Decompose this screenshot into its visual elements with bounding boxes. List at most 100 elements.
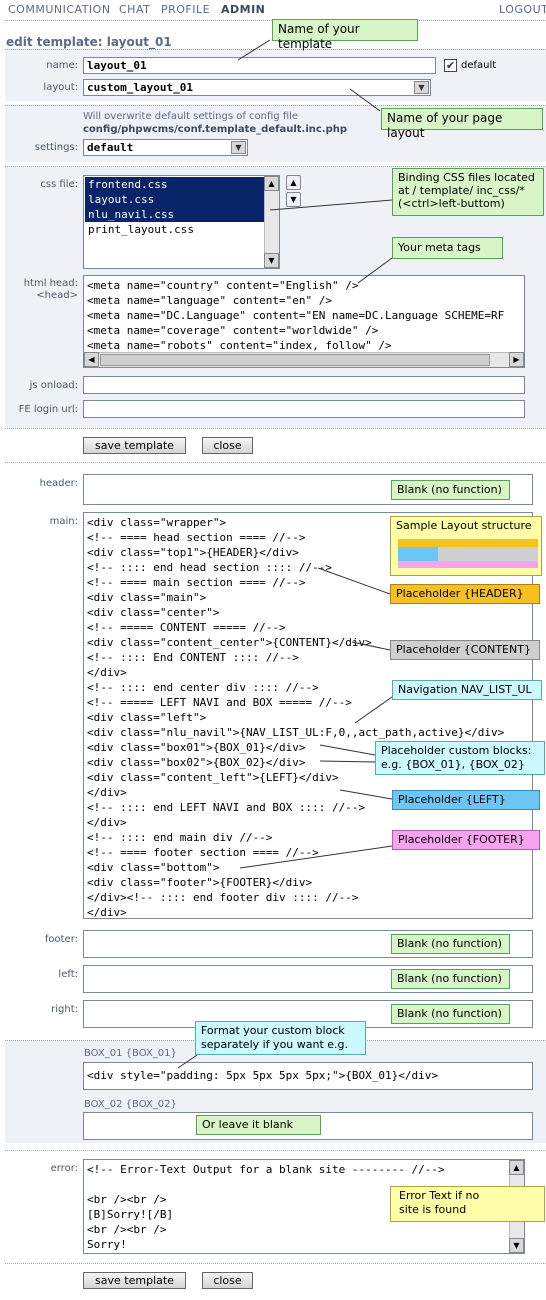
divider (5, 1150, 546, 1151)
name-label: name: (46, 60, 78, 71)
code-line: <!-- :::: end head section :::: //--> (87, 561, 333, 574)
move-down-icon[interactable]: ▼ (286, 192, 301, 207)
horizontal-scrollbar[interactable]: ◀ ▶ (84, 352, 524, 367)
callout-custom-blocks: Placeholder custom blocks: e.g. {BOX_01}… (375, 741, 545, 775)
css-file-label: css file: (40, 179, 78, 190)
nav-admin[interactable]: ADMIN (221, 3, 266, 16)
template-name-input[interactable]: layout_01 (83, 57, 436, 74)
box02-label: BOX_02 {BOX_02} (84, 1099, 177, 1110)
nav-profile[interactable]: PROFILE (161, 3, 211, 16)
scroll-right-icon[interactable]: ▶ (509, 352, 524, 367)
css-file-list[interactable]: frontend.css layout.css nlu_navil.css pr… (83, 175, 280, 269)
code-line: </div> (87, 906, 127, 919)
callout-blank-left: Blank (no function) (391, 969, 510, 989)
settings-select-value: default (87, 141, 134, 154)
scroll-thumb[interactable] (100, 354, 490, 366)
code-line: </div> (87, 786, 127, 799)
code-line: <div class="center"> (87, 606, 220, 619)
close-button[interactable]: close (202, 437, 253, 454)
layout-select[interactable]: custom_layout_01 ▼ (83, 79, 431, 96)
connector-line (239, 845, 393, 869)
save-template-button[interactable]: save template (83, 437, 186, 454)
code-line: [B]Sorry![/B] (87, 1208, 174, 1221)
nav-communication[interactable]: COMMUNICATION (8, 3, 111, 16)
scroll-down-icon[interactable]: ▼ (264, 253, 279, 268)
callout-placeholder-header: Placeholder {HEADER} (390, 584, 540, 604)
template-name-value: layout_01 (87, 59, 147, 72)
divider (5, 1263, 546, 1264)
callout-line: Sample Layout structure (396, 519, 532, 532)
box01-textarea[interactable]: <div style="padding: 5px 5px 5px 5px;">{… (83, 1062, 533, 1090)
code-line: <div class="left"> (87, 711, 207, 724)
callout-leave-blank: Or leave it blank (196, 1115, 321, 1135)
code-line: </div><!-- :::: end footer div :::: //--… (87, 891, 359, 904)
move-up-icon[interactable]: ▲ (286, 175, 301, 190)
code-line: <div class="footer">{FOOTER}</div> (87, 876, 313, 889)
code-line: <meta name="language" content="en" /> (87, 294, 333, 307)
code-line: <!-- Error-Text Output for a blank site … (87, 1163, 445, 1176)
code-line: </div> (87, 666, 127, 679)
callout-line: (<ctrl>left-buttom) (398, 197, 505, 210)
callout-page-layout: Name of your page layout (381, 108, 543, 140)
overwrite-note: Will overwrite default settings of confi… (83, 111, 299, 122)
css-file-item[interactable]: layout.css (85, 192, 264, 207)
layout-label: layout: (43, 82, 78, 93)
divider (5, 105, 546, 106)
scroll-down-icon[interactable]: ▼ (509, 1238, 524, 1253)
nav-chat[interactable]: CHAT (119, 3, 151, 16)
connector-line (349, 88, 381, 112)
code-line: <meta name="country" content="English" /… (87, 279, 359, 292)
html-head-textarea[interactable]: <meta name="country" content="English" /… (83, 275, 525, 368)
chevron-down-icon[interactable]: ▼ (231, 141, 246, 154)
nav-logout[interactable]: LOGOUT (499, 3, 546, 16)
settings-select[interactable]: default ▼ (83, 139, 248, 156)
close-button-bottom[interactable]: close (202, 1272, 253, 1289)
code-line: <!-- ===== LEFT NAVI and BOX ===== //--> (87, 696, 352, 709)
callout-line: Error Text if no (399, 1189, 480, 1202)
callout-blank-footer: Blank (no function) (391, 934, 510, 954)
default-checkbox[interactable]: ✔ (444, 59, 457, 72)
callout-line: separately if you want e.g. (201, 1038, 349, 1051)
scroll-left-icon[interactable]: ◀ (84, 352, 99, 367)
connector-line (319, 760, 376, 763)
code-line: <div class="box01">{BOX_01}</div> (87, 741, 306, 754)
js-onload-input[interactable] (83, 376, 525, 394)
css-file-item[interactable]: frontend.css (85, 177, 264, 192)
code-line: </div> (87, 816, 127, 829)
scrollbar[interactable]: ▲ ▼ (264, 176, 279, 268)
html-head-label-2: <head> (36, 290, 78, 301)
code-line: <!-- :::: End CONTENT :::: //--> (87, 651, 299, 664)
right-label: right: (51, 1004, 78, 1015)
scroll-up-icon[interactable]: ▲ (264, 176, 279, 191)
main-textarea[interactable]: <div class="wrapper"> <!-- ==== head sec… (83, 512, 533, 919)
fe-login-input[interactable] (83, 400, 525, 418)
code-line: <br /><br /> (87, 1193, 167, 1206)
scroll-up-icon[interactable]: ▲ (509, 1160, 524, 1175)
code-line: <!-- :::: end center div :::: //--> (87, 681, 319, 694)
callout-placeholder-footer: Placeholder {FOOTER} (392, 830, 540, 850)
connector-line (339, 789, 393, 800)
connector-line (317, 567, 391, 595)
css-file-item[interactable]: nlu_navil.css (85, 207, 264, 222)
error-label: error: (50, 1163, 78, 1174)
callout-sample-layout: Sample Layout structure (390, 516, 542, 576)
code-line: <!-- ==== main section ==== //--> (87, 576, 306, 589)
callout-line: e.g. {BOX_01}, {BOX_02} (381, 758, 525, 771)
callout-line: Format your custom block (201, 1024, 345, 1037)
chevron-down-icon[interactable]: ▼ (414, 81, 429, 94)
connector-line (351, 641, 391, 651)
code-line: <!-- ==== footer section ==== //--> (87, 846, 319, 859)
callout-format-block: Format your custom block separately if y… (195, 1021, 366, 1055)
code-line: <div class="bottom"> (87, 861, 220, 874)
css-file-item[interactable]: print_layout.css (88, 223, 194, 236)
save-template-button-bottom[interactable]: save template (83, 1272, 186, 1289)
html-head-label: html head: (23, 278, 78, 289)
callout-template-name: Name of your template (272, 19, 418, 51)
callout-error-text: Error Text if no site is found (390, 1186, 545, 1222)
divider (5, 49, 546, 50)
callout-blank-header: Blank (no function) (391, 480, 510, 500)
code-line: <div class="content_center">{CONTENT}</d… (87, 636, 372, 649)
divider (5, 462, 546, 463)
fe-login-label: FE login url: (18, 404, 78, 415)
header-label: header: (39, 478, 78, 489)
